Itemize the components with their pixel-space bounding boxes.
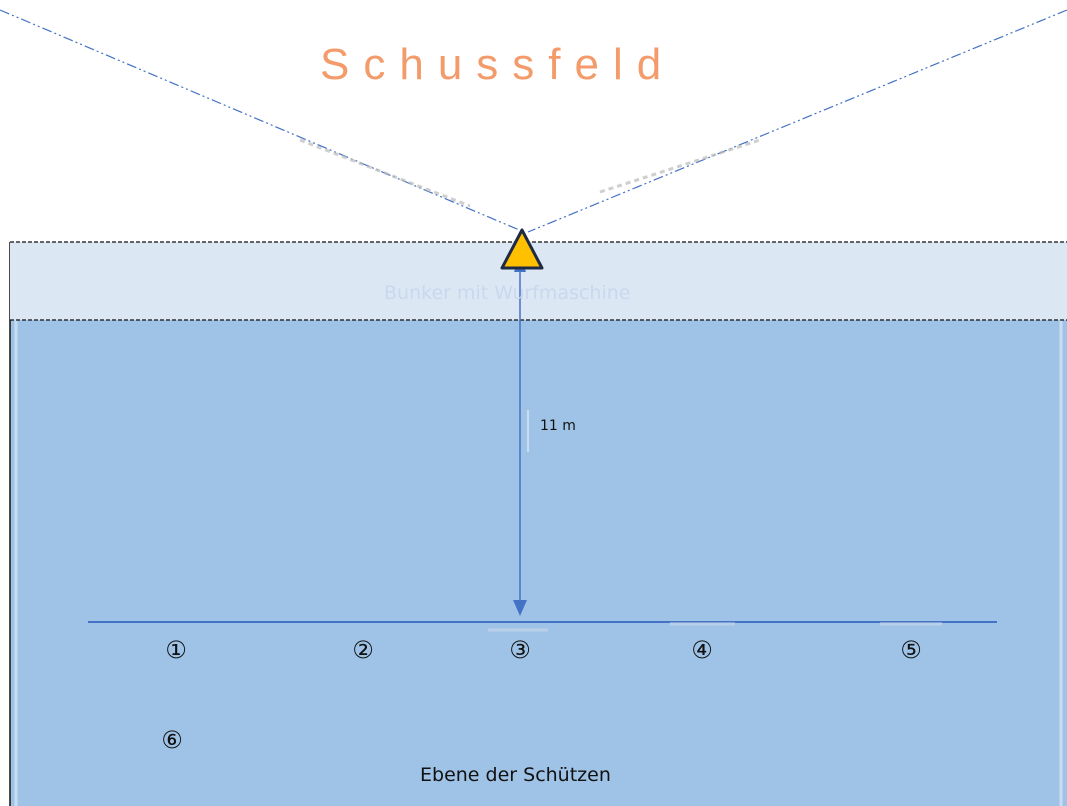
fire-field-left-shadow: [299, 138, 471, 208]
warning-triangle-icon: [500, 228, 544, 270]
shooters-plane-label: Ebene der Schützen: [420, 764, 611, 786]
shooter-position-3: ③: [509, 636, 531, 664]
distance-label: 11 m: [540, 418, 576, 434]
diagram-title: Schussfeld: [320, 40, 676, 89]
shooter-position-1: ①: [165, 636, 187, 664]
bunker-zone: [10, 242, 1067, 320]
shooter-position-5: ⑤: [900, 636, 922, 664]
shooter-position-2: ②: [352, 636, 374, 664]
shooters-field: [10, 320, 1067, 806]
fire-field-left-ray: [0, 9, 525, 233]
distance-arrow-head-bottom: [513, 600, 527, 616]
fire-field-right-shadow: [599, 138, 761, 194]
shooter-position-4: ④: [691, 636, 713, 664]
fire-field-right-ray: [527, 9, 1067, 233]
shooting-line-marks: [488, 622, 942, 632]
bunker-label: Bunker mit Wurfmaschine: [384, 282, 631, 304]
shooter-position-6: ⑥: [161, 726, 183, 754]
